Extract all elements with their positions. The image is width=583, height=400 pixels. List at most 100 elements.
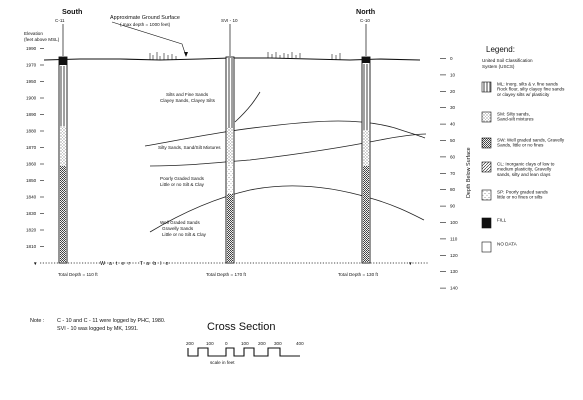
ground-texture xyxy=(149,52,341,60)
elevation-tick-label: 1870 xyxy=(26,145,37,150)
elevation-tick-label: 1990 xyxy=(26,46,37,51)
ground-surface-arrowhead xyxy=(184,52,188,57)
direction-south: South xyxy=(62,7,82,16)
section-title: Cross Section xyxy=(207,321,275,333)
depth-tick-label: 120 xyxy=(450,253,458,258)
legend-swatch-hatch xyxy=(481,161,492,173)
scale-bar-label: 400 xyxy=(296,341,304,346)
well-graded-sand-top-boundary xyxy=(149,185,425,233)
depth-tick-label: 10 xyxy=(450,72,456,77)
boring-svi10: SVI - 10 Total Depth = 170 ft xyxy=(206,18,247,277)
legend-item-text: medium plasticity, Gravelly xyxy=(497,167,552,172)
boring-c11-total-depth: Total Depth = 110 ft xyxy=(58,272,98,277)
boring-c11-silty-sand xyxy=(60,126,66,166)
legend-swatch-empty xyxy=(481,241,492,253)
depth-tick-label: 80 xyxy=(450,187,456,192)
elevation-tick-label: 1950 xyxy=(26,79,37,84)
water-table: ▼ ▼ Water Table xyxy=(33,261,428,267)
legend-item-text: Sands, little or no fines xyxy=(497,143,544,148)
elevation-tick-label: 1840 xyxy=(26,195,37,200)
legend-title: Legend: xyxy=(486,45,515,54)
ground-surface-sublabel: ( max depth = 1000 feet) xyxy=(120,22,171,27)
elevation-axis: Elevation (feet above MSL) 1990197019501… xyxy=(24,31,60,249)
legend-item-text: Rock flour, silty clayey fine sands xyxy=(497,87,565,92)
note-line-1: C - 10 and C - 11 were logged by PHC, 19… xyxy=(57,318,165,324)
boring-svi10-label: SVI - 10 xyxy=(221,18,238,23)
boring-c10-sandy-silt xyxy=(363,64,369,130)
legend-item-text: little or no fines or silts xyxy=(497,195,543,200)
water-table-label: Water Table xyxy=(100,261,172,267)
legend-item-text: sands, silty and lean clays xyxy=(497,172,551,177)
legend-swatch-dots xyxy=(481,111,492,123)
legend-item-text: CL: Inorganic clays of low to xyxy=(497,162,555,167)
ground-surface-label: Approximate Ground Surface xyxy=(110,15,180,21)
scale-bar-label: 100 xyxy=(241,341,249,346)
depth-tick-label: 0 xyxy=(450,56,453,61)
elevation-tick-label: 1810 xyxy=(26,244,37,249)
unit-label-silts: Silts and Fine Sands xyxy=(166,92,209,97)
unit-label-well-graded: Well Graded Sands xyxy=(160,220,200,225)
boring-c11: C-11 Total Depth = 110 ft xyxy=(55,18,98,277)
legend-item-text: or clayey silts w/ plasticity xyxy=(497,92,550,97)
elevation-tick-label: 1820 xyxy=(26,228,37,233)
water-table-marker-right: ▼ xyxy=(408,261,413,266)
elevation-axis-title: Elevation xyxy=(24,31,43,36)
boring-c10-label: C-10 xyxy=(360,18,370,23)
depth-tick-label: 70 xyxy=(450,171,456,176)
depth-tick-label: 140 xyxy=(450,286,458,291)
depth-tick-label: 110 xyxy=(450,236,458,241)
unit-label-silts-2: Clayey Sands, Clayey Silts xyxy=(160,98,216,103)
unit-label-well-graded-2: Gravelly Sands xyxy=(162,226,194,231)
legend-item-text: NO DATA xyxy=(497,242,518,247)
unit-label-silty-sands: Silty Sands, Sand/Silt Mixtures xyxy=(158,145,221,150)
unit-labels: Silts and Fine Sands Clayey Sands, Claye… xyxy=(158,92,221,237)
scale-bar-label: 100 xyxy=(206,341,214,346)
elevation-tick-label: 1880 xyxy=(26,129,37,134)
depth-tick-label: 130 xyxy=(450,269,458,274)
boring-c11-well-graded xyxy=(60,166,66,262)
legend-swatch-lines xyxy=(481,81,492,93)
boring-c10-total-depth: Total Depth = 130 ft xyxy=(338,272,379,277)
boring-c10-well-graded xyxy=(363,166,369,262)
scale-bar-label: 200 xyxy=(186,341,194,346)
legend-item-text: ML: Inorg. silts & v. fine sands xyxy=(497,82,559,87)
legend-item-text: SM: Silty sands, xyxy=(497,112,530,117)
scale-bar-outline xyxy=(187,347,300,357)
depth-tick-label: 100 xyxy=(450,220,458,225)
elevation-tick-label: 1850 xyxy=(26,178,37,183)
mid-upper-boundary xyxy=(234,91,261,123)
depth-tick-label: 20 xyxy=(450,89,456,94)
unit-label-well-graded-3: Little or no Silt & Clay xyxy=(162,232,207,237)
silty-sand-lower-boundary xyxy=(149,133,427,167)
legend-item-text: Sand-silt mixtures xyxy=(497,117,534,122)
depth-tick-label: 60 xyxy=(450,154,456,159)
elevation-tick-label: 1860 xyxy=(26,162,37,167)
scale-bar-label: 200 xyxy=(258,341,266,346)
scale-bar-label: 0 xyxy=(225,341,228,346)
boring-svi10-total-depth: Total Depth = 170 ft xyxy=(206,272,247,277)
boring-svi10-well-graded xyxy=(227,194,233,262)
depth-tick-label: 30 xyxy=(450,105,456,110)
note-line-2: SVI - 10 was logged by MK, 1991. xyxy=(57,326,139,332)
legend-swatch-sparse xyxy=(481,189,492,201)
depth-tick-label: 50 xyxy=(450,138,456,143)
boring-c10-fill xyxy=(362,57,370,63)
scale-bar-label: 300 xyxy=(274,341,282,346)
boring-svi10-poorly-graded xyxy=(227,164,233,194)
elevation-tick-label: 1890 xyxy=(26,112,37,117)
boring-c11-label: C-11 xyxy=(55,18,65,23)
boring-c11-fill xyxy=(59,57,67,65)
legend-item-text: SW: Well graded sands, Gravelly xyxy=(497,138,565,143)
depth-tick-label: 90 xyxy=(450,204,456,209)
elevation-tick-label: 1830 xyxy=(26,211,37,216)
legend-swatch-black xyxy=(481,217,492,229)
silty-sand-upper-boundary xyxy=(144,120,426,147)
unit-label-poorly-graded-2: Little or no Silt & Clay xyxy=(160,182,205,187)
elevation-tick-label: 1900 xyxy=(26,96,37,101)
legend-swatch-dense xyxy=(481,137,492,149)
boring-svi10-silty-sand xyxy=(227,128,233,164)
direction-north: North xyxy=(356,7,375,16)
